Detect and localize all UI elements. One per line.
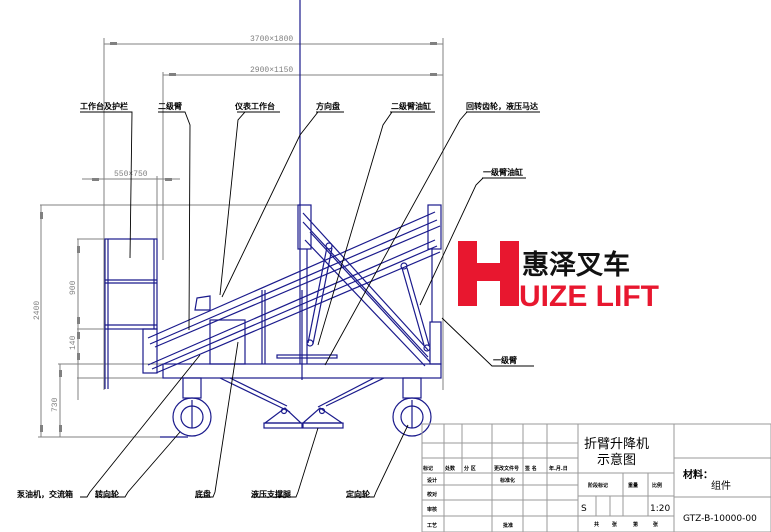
material-value: 组件: [711, 479, 731, 492]
label-secondary-arm: 二级臂: [158, 101, 182, 111]
logo-chinese: 惠泽叉车: [522, 249, 630, 281]
hdr-mark: 标记: [422, 465, 433, 472]
label-steering-gear: 方向盘: [316, 101, 340, 111]
dim-total-height: 2400: [33, 301, 42, 320]
row-design: 设计: [427, 477, 437, 484]
label-work-platform: 工作台及护栏: [80, 101, 128, 111]
label-primary-cylinder: 一级臂油缸: [483, 167, 523, 177]
label-secondary-cylinder: 二级臂油缸: [391, 101, 431, 111]
hdr-zone: 分 区: [464, 465, 476, 472]
drawing-title-2: 示意图: [597, 452, 636, 468]
chassis-frame: [160, 363, 442, 438]
drawing-number: GTZ-B-10000-00: [683, 514, 757, 524]
dim-basket-deck: 140: [69, 335, 78, 350]
stage-marker: S: [581, 504, 587, 514]
dim-platform: 2900×1150: [250, 66, 293, 75]
drawing-title-1: 折臂升降机: [584, 437, 649, 452]
sheet-total: 共: [594, 521, 599, 528]
label-chassis: 底盘: [194, 489, 211, 499]
row-proof: 校对: [427, 491, 437, 498]
label-instrument-panel: 仪表工作台: [234, 101, 275, 111]
standardization: 标准化: [499, 477, 515, 484]
sheet-no: 第: [633, 521, 638, 528]
title-block: 折臂升降机 示意图 材料： 组件 GTZ-B-10000-00 S 1:20 阶…: [421, 423, 771, 532]
dim-basket-height: 900: [69, 280, 78, 295]
huize-logo: 惠泽叉车 UIZE LIFT: [458, 241, 659, 313]
stage-label: 阶段标记: [588, 482, 608, 489]
approve: 批准: [503, 522, 513, 529]
hdr-change-doc: 更改文件号: [494, 465, 519, 472]
scale-label: 比例: [652, 482, 662, 489]
dim-deck-height: 730: [51, 397, 60, 412]
hdr-date: 年.月.日: [549, 465, 568, 472]
weight-label: 重量: [628, 482, 638, 489]
hdr-count: 处数: [444, 465, 456, 472]
material-label: 材料：: [683, 468, 713, 481]
row-process: 工艺: [427, 522, 437, 529]
hdr-sign: 签 名: [524, 465, 537, 472]
row-review: 审核: [427, 506, 437, 513]
part-labels: 工作台及护栏 二级臂 仪表工作台 方向盘 二级臂油缸 回转齿轮，液压马达 一级臂…: [17, 101, 538, 499]
work-basket: [104, 238, 158, 389]
label-pump-battery: 泵油机，交流箱: [17, 489, 73, 499]
logo-english: UIZE LIFT: [519, 280, 659, 313]
sheet-unit-1: 张: [612, 521, 618, 528]
leader-lines: [80, 111, 540, 498]
lift-machine: [104, 0, 442, 438]
dim-overall: 3700×1800: [250, 35, 293, 44]
label-slewing-motor: 回转齿轮，液压马达: [466, 101, 538, 111]
sheet-unit-2: 张: [653, 521, 659, 528]
label-outrigger: 液压支撑腿: [251, 489, 291, 499]
label-fixed-wheel: 定向轮: [345, 489, 370, 499]
scale-value: 1:20: [650, 504, 670, 514]
arm-assembly: [147, 0, 442, 380]
label-primary-arm: 一级臂: [493, 355, 517, 365]
label-steering-wheel: 转向轮: [95, 489, 119, 499]
